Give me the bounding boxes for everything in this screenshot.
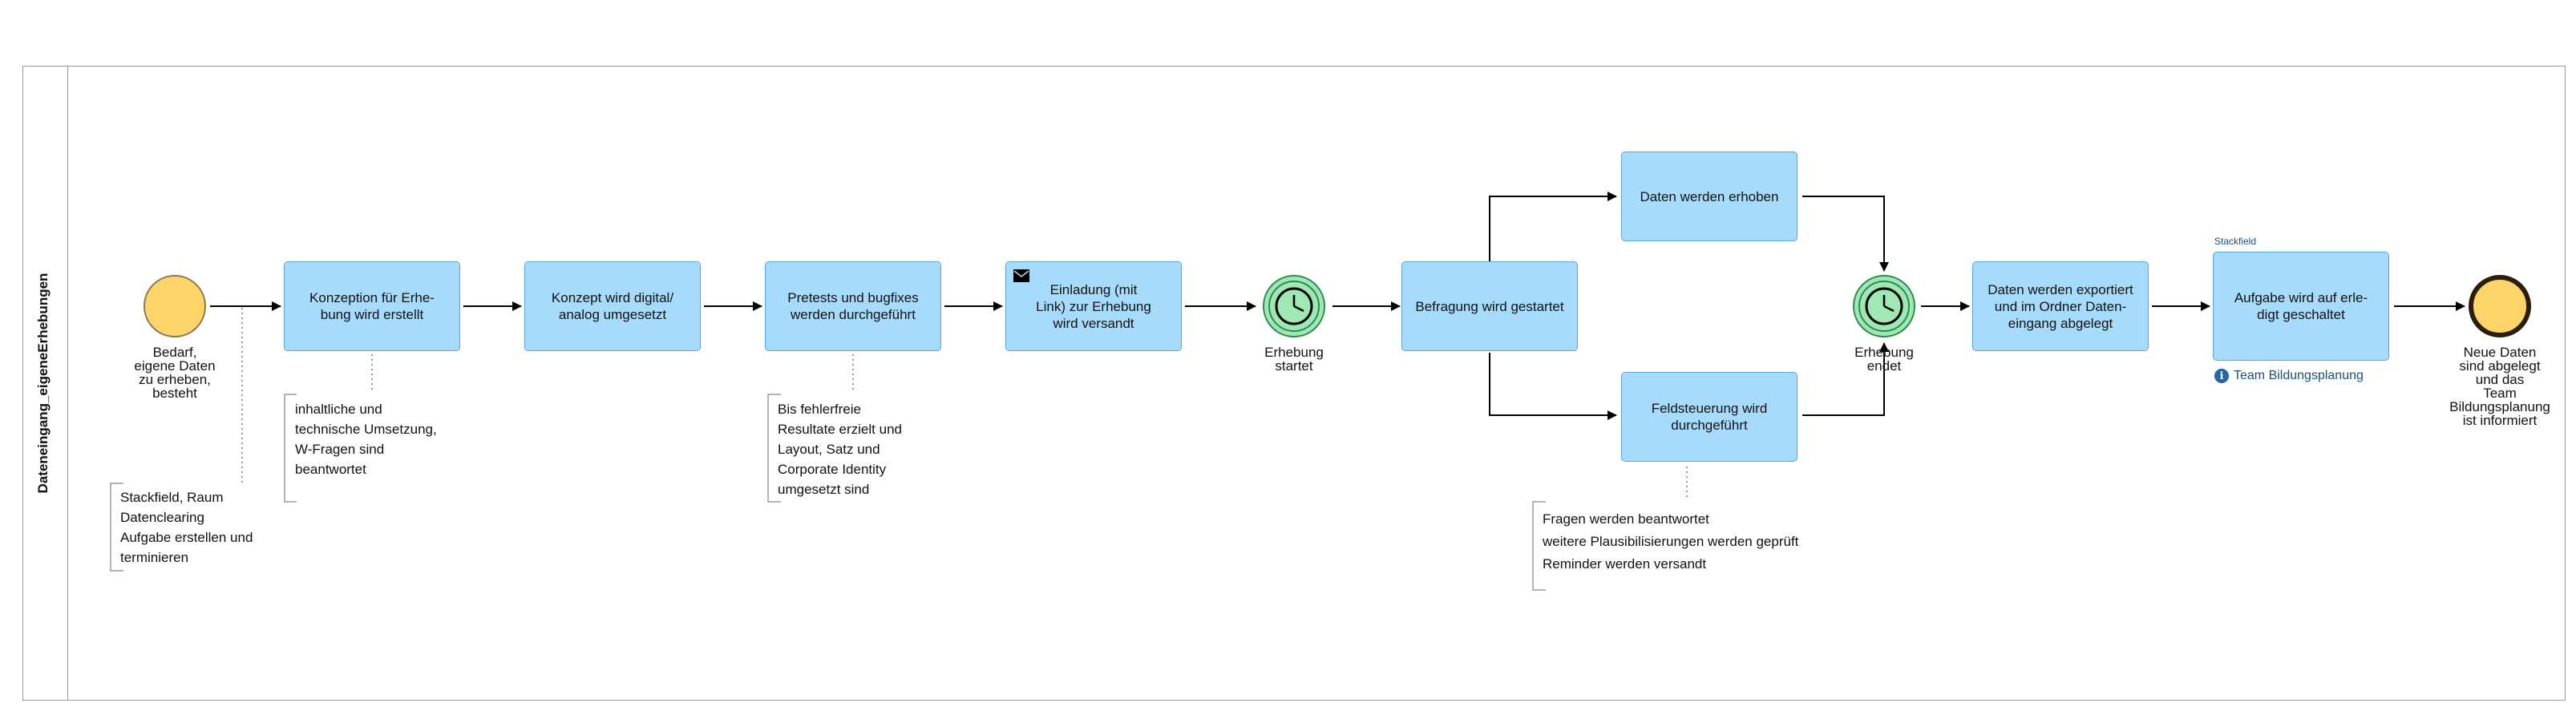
task-konzeption[interactable]: Konzeption für Erhe- bung wird erstellt xyxy=(284,261,460,351)
timer1-label: Erhebung startet xyxy=(1264,345,1324,374)
flow-t5-t7 xyxy=(1489,353,1617,420)
info-icon: i xyxy=(2214,369,2229,383)
note-bracket-n3 xyxy=(767,394,781,503)
timer2-label: Erhebung endet xyxy=(1854,345,1914,374)
task-erledigt[interactable]: Aufgabe wird auf erle- digt geschaltet xyxy=(2213,252,2389,361)
team-name: Team Bildungsplanung xyxy=(2234,369,2364,382)
timer-event-icon xyxy=(1853,275,1915,337)
end-event-circle xyxy=(2469,275,2531,337)
task-tag: Stackfield xyxy=(2214,236,2257,247)
task-feldsteuerung[interactable]: Feldsteuerung wird durchgeführt xyxy=(1621,372,1798,462)
task-export[interactable]: Daten werden exportiert und im Ordner Da… xyxy=(1972,261,2149,351)
annotation-umsetzung: inhaltliche und technische Umsetzung, W-… xyxy=(295,402,437,477)
task-einladung[interactable]: Einladung (mit Link) zur Erhebung wird v… xyxy=(1005,261,1182,351)
task-befragung[interactable]: Befragung wird gestartet xyxy=(1401,261,1578,351)
flow-t6-timer2 xyxy=(1802,196,1889,272)
end-event-label: Neue Daten sind abgelegt und das Team Bi… xyxy=(2449,345,2550,428)
pool xyxy=(22,66,2566,701)
task-daten-erhoben[interactable]: Daten werden erhoben xyxy=(1621,152,1798,241)
envelope-icon xyxy=(1013,269,1029,282)
task-umsetzung[interactable]: Konzept wird digital/ analog umgesetzt xyxy=(524,261,701,351)
start-event-circle xyxy=(144,275,206,337)
note-bracket-n2 xyxy=(284,394,297,503)
timer-event-icon xyxy=(1263,275,1325,337)
task-pretests[interactable]: Pretests und bugfixes werden durchgeführ… xyxy=(765,261,941,351)
note-bracket-n1 xyxy=(110,483,123,572)
flow-t7-timer2 xyxy=(1802,342,1889,416)
team-label[interactable]: i Team Bildungsplanung xyxy=(2214,369,2364,383)
annotation-pretests: Bis fehlerfreie Resultate erzielt und La… xyxy=(778,402,902,497)
start-event-label: Bedarf, eigene Daten zu erheben, besteht xyxy=(134,345,216,401)
annotation-stackfield: Stackfield, Raum Datenclearing Aufgabe e… xyxy=(120,490,253,565)
lane-header xyxy=(22,66,68,701)
flow-t5-t6 xyxy=(1489,192,1617,261)
note-bracket-n4 xyxy=(1532,501,1546,591)
annotation-feldsteuerung: Fragen werden beantwortet weitere Plausi… xyxy=(1543,511,1799,572)
